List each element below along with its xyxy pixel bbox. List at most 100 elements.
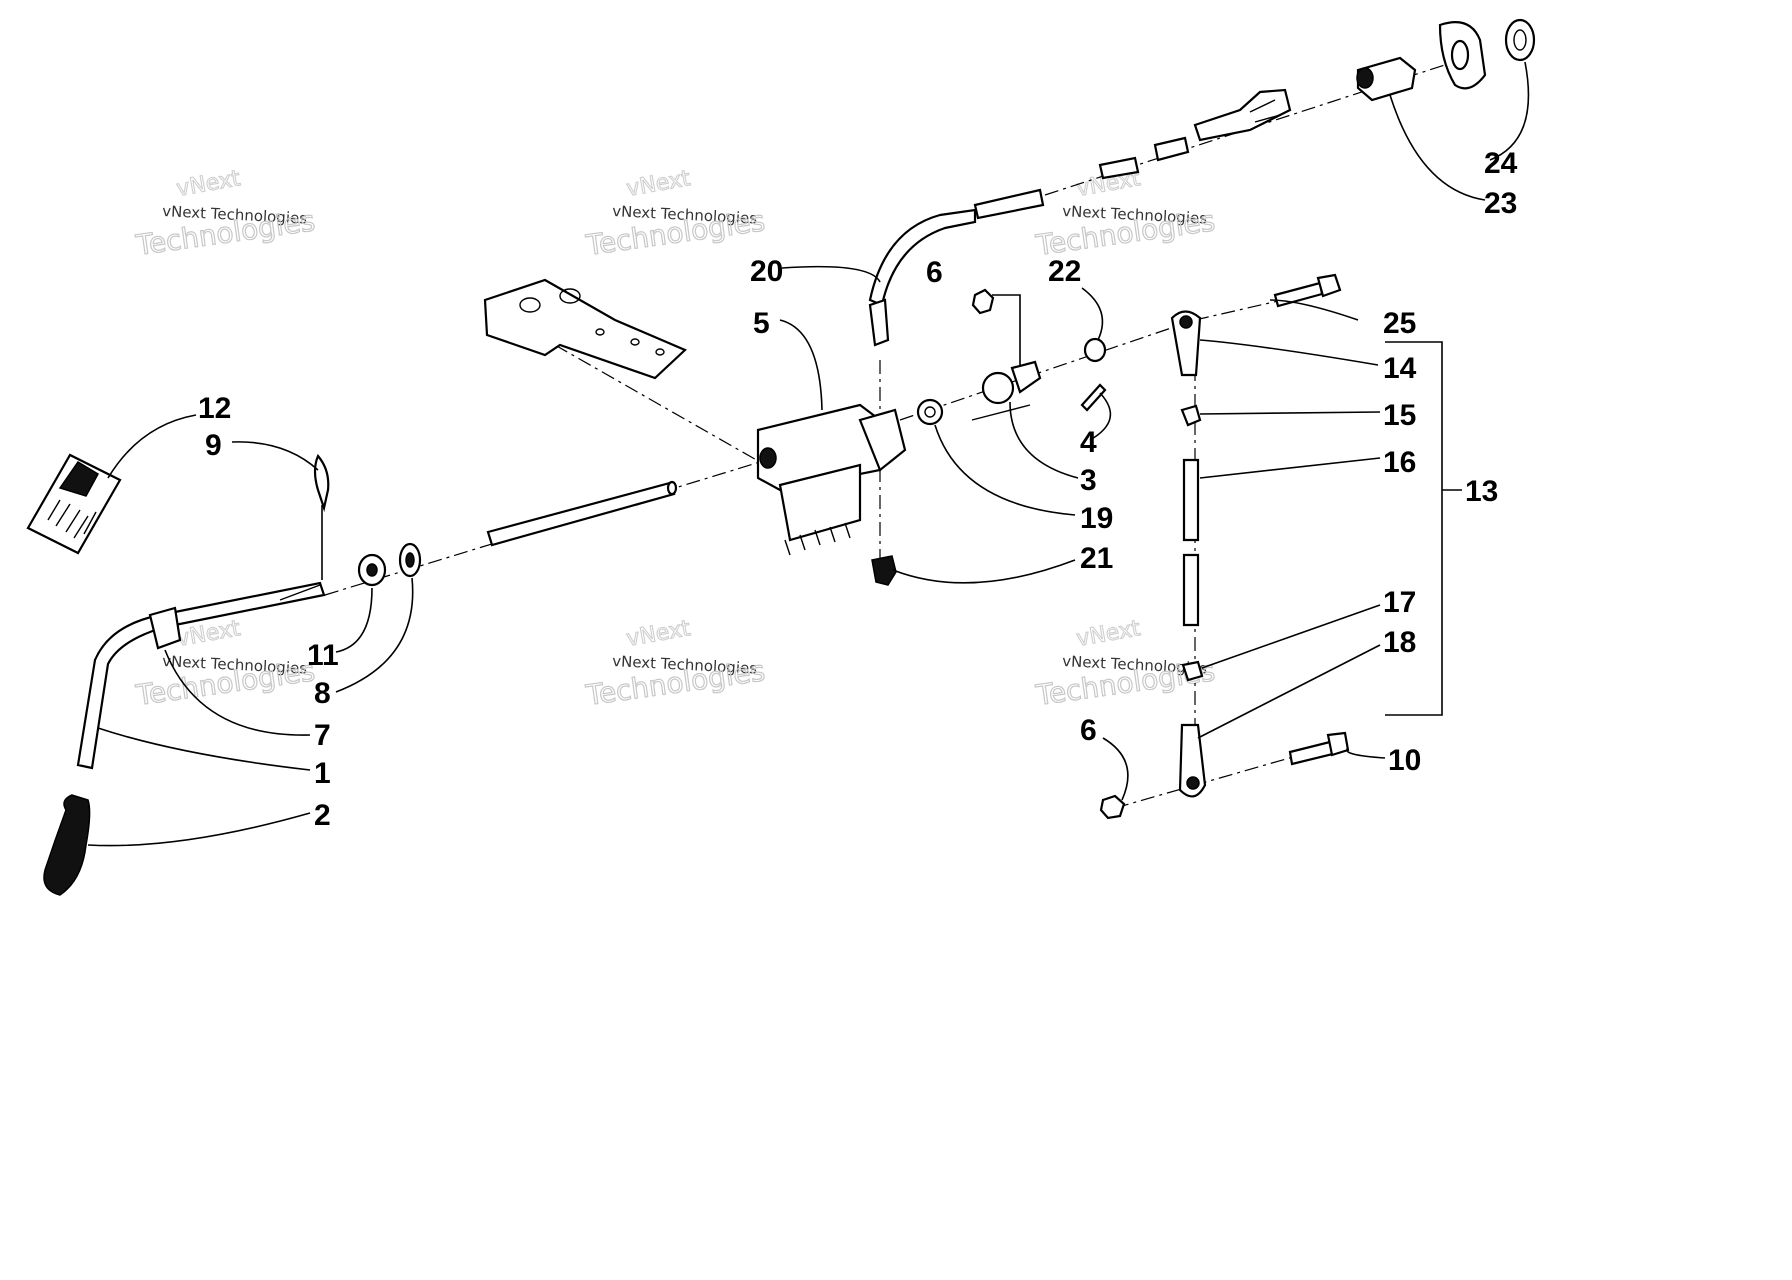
callout-17: 17 <box>1383 586 1416 619</box>
leader-5 <box>779 319 823 411</box>
bolt-head <box>1316 273 1342 298</box>
hex-nut <box>1099 794 1126 820</box>
leader-10 <box>1346 747 1386 759</box>
housing-switch-boss <box>858 408 907 472</box>
leader-17 <box>1201 604 1381 669</box>
cotter-pin <box>313 453 330 513</box>
leader-8 <box>335 577 414 693</box>
watermark-3: vNext vNext Technologies Technologies <box>1033 166 1218 263</box>
bracket-hole <box>559 288 581 304</box>
mounting-bracket <box>483 278 687 380</box>
shaft-rod <box>486 481 676 547</box>
threaded-rod-lower <box>1182 553 1200 627</box>
callout-19: 19 <box>1080 502 1113 535</box>
watermark-1: vNext vNext Technologies Technologies <box>133 166 318 263</box>
bolt-head <box>1326 731 1350 757</box>
detent-spring <box>971 404 1031 421</box>
gasket-24 <box>1438 18 1536 90</box>
buzzer-terminal <box>1356 67 1374 89</box>
callout-23: 23 <box>1484 187 1517 220</box>
shift-lever-1 <box>76 581 326 770</box>
bolt-shank <box>1288 740 1335 766</box>
leader-7 <box>164 649 311 736</box>
shaft-end <box>666 480 678 496</box>
leader-2 <box>87 812 311 847</box>
bracket-plate <box>483 278 687 380</box>
leader-4 <box>1089 392 1112 441</box>
plug <box>871 555 897 586</box>
callout-2: 2 <box>314 799 331 832</box>
leader-14 <box>1199 339 1379 366</box>
detent-3 <box>971 360 1042 421</box>
callout-4: 4 <box>1080 426 1097 459</box>
leader-23 <box>1389 94 1486 201</box>
watermark-top: vNext <box>625 616 693 652</box>
washer-hole <box>366 563 378 577</box>
shift-shaft <box>486 480 678 547</box>
callout-6-upper: 6 <box>926 256 943 289</box>
linkage-13 <box>1170 310 1207 798</box>
switch-centerline <box>899 324 1181 421</box>
nut-6-lower <box>1099 794 1126 820</box>
leader-12 <box>107 414 197 479</box>
lever-slot <box>279 584 321 601</box>
leader-6-upper <box>992 294 1021 365</box>
leader-1 <box>97 727 311 771</box>
detent-ear <box>1010 360 1042 394</box>
knob-2 <box>43 794 91 896</box>
watermark-2: vNext vNext Technologies Technologies <box>583 166 768 263</box>
leader-24 <box>1489 61 1530 161</box>
bushing-hole <box>924 406 936 418</box>
buzzer-body <box>1356 56 1417 102</box>
harness-wires <box>1249 99 1281 123</box>
harness-split <box>1193 88 1292 142</box>
callout-18: 18 <box>1383 626 1416 659</box>
connector-plug <box>973 188 1045 220</box>
callout-8: 8 <box>314 677 331 710</box>
callout-22: 22 <box>1048 255 1081 288</box>
callout-10: 10 <box>1388 744 1421 777</box>
lever-flange <box>148 606 182 650</box>
callout-25: 25 <box>1383 307 1416 340</box>
lower-linkage-centerline <box>1114 754 1301 809</box>
switch-body <box>868 298 890 347</box>
leader-6-lower <box>1102 737 1129 801</box>
leader-21 <box>892 559 1076 584</box>
washer-11 <box>357 553 387 587</box>
reverse-switch-20 <box>868 188 1045 347</box>
leader-3 <box>1009 401 1079 479</box>
mount-plate-hole <box>1450 39 1470 71</box>
decal-text-lines <box>47 499 97 539</box>
spring-pin <box>1080 383 1107 412</box>
harness-connector <box>1153 136 1190 162</box>
bracket-hole <box>519 297 541 313</box>
callout-13: 13 <box>1465 475 1498 508</box>
callout-5: 5 <box>753 307 770 340</box>
lever-knob <box>43 794 91 896</box>
bracket-hole <box>655 348 665 356</box>
shift-housing-5 <box>756 403 907 556</box>
callout-3: 3 <box>1080 464 1097 497</box>
harness-connector <box>1098 156 1140 180</box>
bracket-13 <box>1385 341 1443 716</box>
leader-lines <box>87 61 1530 847</box>
bracket-hole <box>595 328 605 336</box>
leader-11 <box>335 587 373 653</box>
callout-6-lower: 6 <box>1080 714 1097 747</box>
leader-19 <box>934 424 1076 516</box>
rod-end-eye <box>1179 315 1193 329</box>
rod-end-lower <box>1178 723 1207 798</box>
threaded-rod-upper <box>1182 458 1200 542</box>
callout-7: 7 <box>314 719 331 752</box>
bolt-25 <box>1273 273 1342 308</box>
jam-nut-lower <box>1181 660 1204 682</box>
grommet <box>1504 18 1536 62</box>
exploded-parts-diagram: vNext vNext Technologies Technologies vN… <box>26 18 1536 896</box>
buzzer-23 <box>1356 56 1417 102</box>
callout-20: 20 <box>750 255 783 288</box>
callout-16: 16 <box>1383 446 1416 479</box>
lock-washer <box>1083 337 1107 363</box>
watermark-top: vNext <box>625 166 693 202</box>
callout-24: 24 <box>1484 147 1518 180</box>
leader-18 <box>1197 644 1381 739</box>
